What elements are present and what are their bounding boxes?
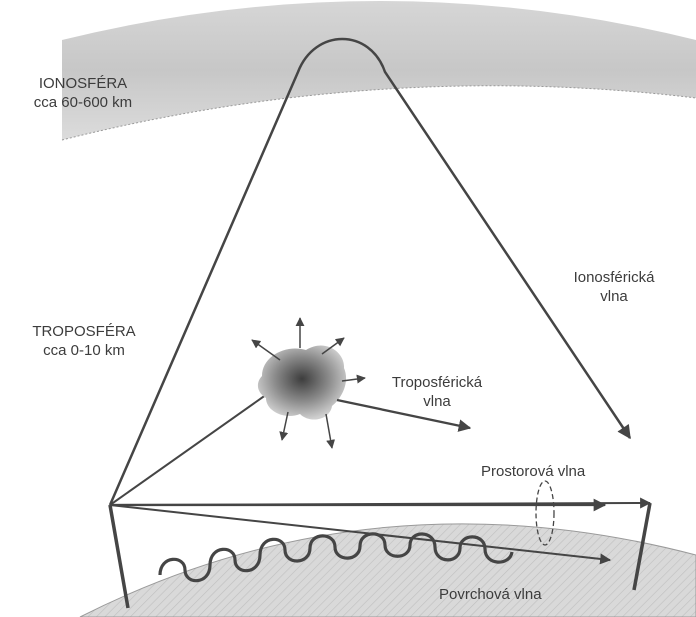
ionospheric-wave-line2: vlna [560, 287, 668, 306]
tropospheric-wave-label: Troposférická vlna [372, 373, 502, 411]
troposphere-range: cca 0-10 km [22, 341, 146, 360]
tropospheric-wave-line2: vlna [372, 392, 502, 411]
ionosphere-name: IONOSFÉRA [24, 74, 142, 93]
ionosphere-range: cca 60-600 km [24, 93, 142, 112]
tropospheric-wave-line1: Troposférická [372, 373, 502, 392]
ionospheric-wave-label: Ionosférická vlna [560, 268, 668, 306]
scatter-arrow-down [326, 414, 332, 448]
scatter-cloud [258, 345, 346, 419]
troposphere-label: TROPOSFÉRA cca 0-10 km [22, 322, 146, 360]
transmitter-mast [110, 505, 128, 608]
surface-wave-label: Povrchová vlna [439, 585, 542, 604]
ionosphere-label: IONOSFÉRA cca 60-600 km [24, 74, 142, 112]
scatter-arrow-upleft [252, 340, 280, 360]
earth-surface [80, 524, 696, 617]
space-wave-label: Prostorová vlna [481, 462, 585, 481]
ionospheric-wave-line1: Ionosférická [560, 268, 668, 287]
troposphere-name: TROPOSFÉRA [22, 322, 146, 341]
scatter-arrow-downleft [282, 412, 288, 440]
